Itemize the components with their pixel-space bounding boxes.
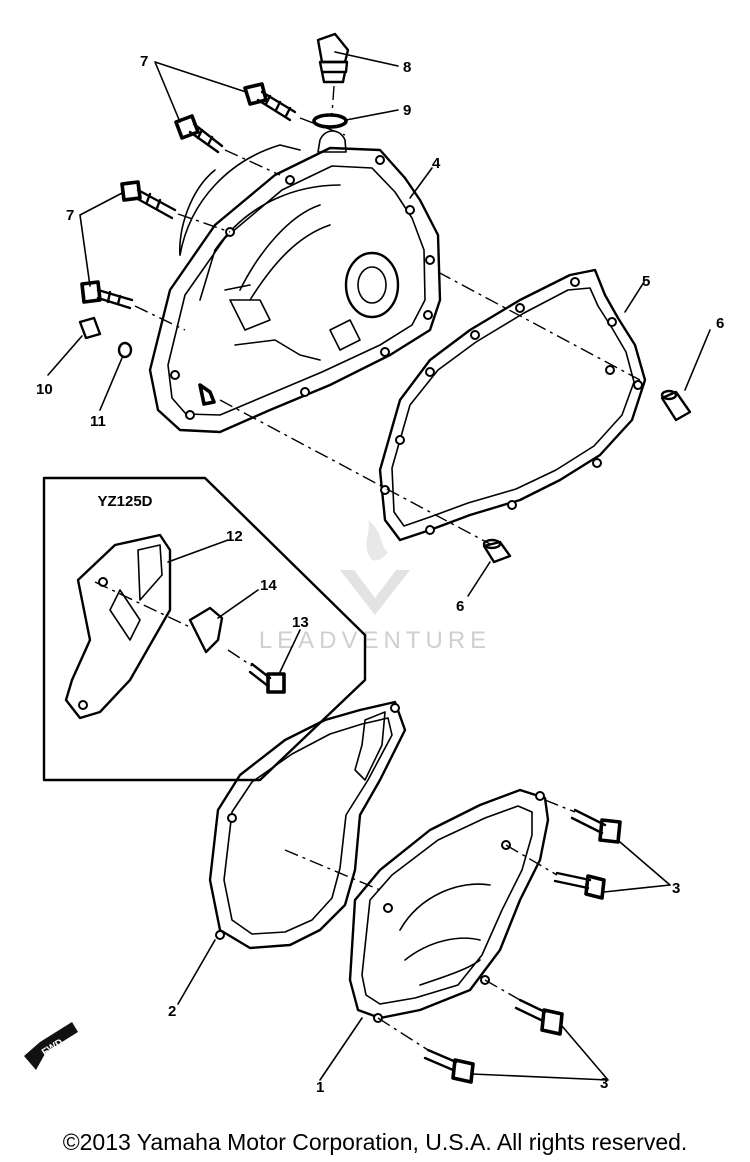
- callout-1: 1: [316, 1079, 324, 1096]
- callout-6-lower: 6: [456, 598, 464, 615]
- cover-gasket: [208, 700, 407, 950]
- callout-14: 14: [260, 577, 277, 594]
- alignment-lines: [94, 85, 641, 1051]
- callout-3-lower: 3: [600, 1075, 608, 1092]
- dowel-pin-lower: [482, 538, 512, 564]
- callout-11: 11: [90, 413, 106, 430]
- callout-2: 2: [168, 1003, 176, 1020]
- copyright-notice: ©2013 Yamaha Motor Corporation, U.S.A. A…: [63, 1129, 688, 1155]
- bolt-part-13: [248, 662, 286, 694]
- callout-8: 8: [403, 59, 411, 76]
- bolt-3-b: [553, 871, 606, 900]
- dowel-pin-right: [660, 389, 692, 422]
- watermark-flame: [366, 520, 388, 561]
- watermark-logo: [340, 570, 410, 615]
- oil-filler-cap: [316, 32, 350, 84]
- callout-labels: 1 2 3 3 4 5 6 6 7 7 8 9 10 11 12 13 14: [36, 53, 724, 1096]
- callout-9: 9: [403, 102, 411, 119]
- bolt-7-mid: [120, 180, 177, 220]
- plate-part-14: [188, 606, 224, 654]
- callout-7-top: 7: [140, 53, 148, 70]
- bolt-3-a: [570, 808, 622, 844]
- o-ring-washer: [312, 113, 348, 129]
- washer-part-11: [117, 341, 133, 359]
- callout-7-mid: 7: [66, 207, 74, 224]
- chain-guide-part-12: [64, 533, 172, 720]
- bolt-7-top: [243, 82, 297, 122]
- leader-lines: [47, 51, 711, 1081]
- watermark-text: LEADVENTURE: [259, 627, 491, 654]
- crankcase-gasket: [378, 268, 647, 542]
- callout-12: 12: [226, 528, 243, 545]
- forward-arrow-icon: FWD: [24, 1022, 78, 1070]
- bolt-7-lower: [80, 280, 134, 310]
- callout-10: 10: [36, 381, 53, 398]
- crankcase-cover: [148, 130, 442, 434]
- watermark: LEADVENTURE: [259, 520, 491, 654]
- yz125d-inset: YZ125D: [42, 476, 367, 782]
- bolt-3-c: [514, 998, 564, 1036]
- callout-5: 5: [642, 273, 650, 290]
- callout-3-upper: 3: [672, 880, 680, 897]
- callout-13: 13: [292, 614, 309, 631]
- callout-6-right: 6: [716, 315, 724, 332]
- inset-title: YZ125D: [97, 493, 152, 510]
- bolt-7-upper: [174, 114, 224, 154]
- bolt-3-d: [423, 1048, 475, 1084]
- collar-part-10: [78, 316, 102, 340]
- callout-4: 4: [432, 155, 441, 172]
- clutch-cover: [348, 788, 550, 1023]
